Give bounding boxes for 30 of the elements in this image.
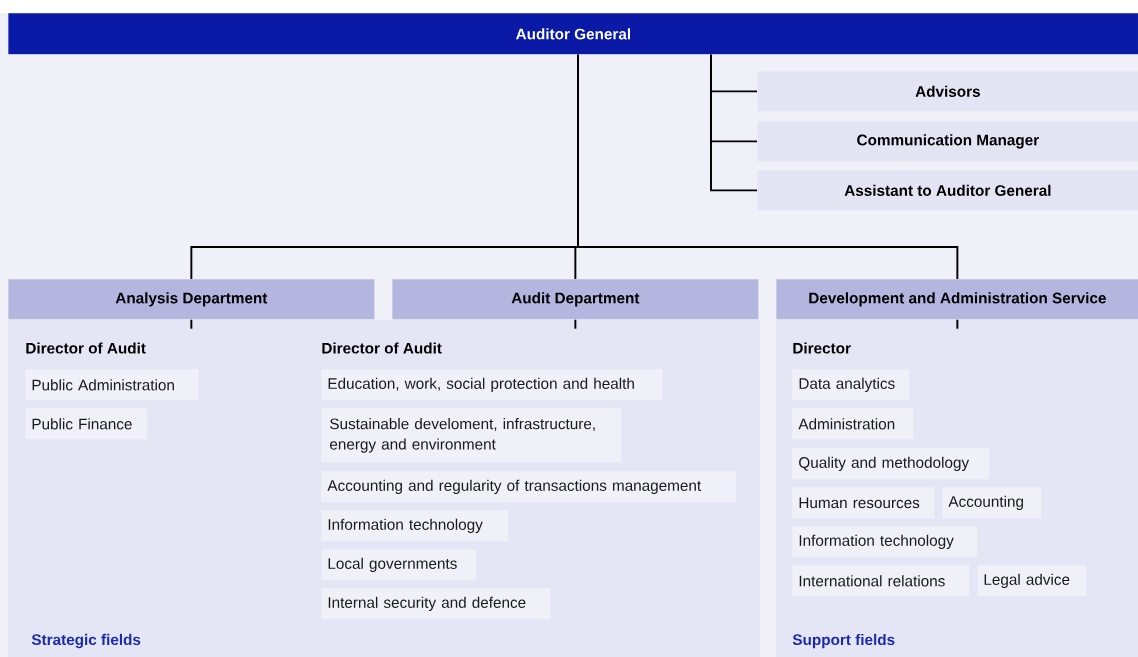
unit-box: Accounting [942, 487, 1042, 519]
unit-box: Administration [792, 408, 914, 440]
unit-box: Education, work, social protection and health [321, 369, 663, 401]
department-box: Development and Administration Service [776, 279, 1138, 320]
unit-box: Information technology [321, 510, 509, 542]
director-heading: Director [793, 342, 851, 354]
unit-box: Public Finance [25, 408, 148, 440]
unit-box: Public Administration [25, 369, 199, 401]
director-heading: Director of Audit [322, 342, 442, 354]
director-heading: Director of Audit [26, 342, 146, 354]
group-caption: Strategic fields [31, 633, 141, 649]
unit-box: Human resources [792, 487, 935, 519]
unit-box: Accounting and regularity of transactions management [321, 471, 737, 503]
connector-line [710, 53, 758, 192]
unit-box: Data analytics [792, 369, 910, 401]
title-bar: Auditor General [8, 13, 1138, 55]
connector-line [577, 53, 959, 280]
department-box: Analysis Department [8, 279, 375, 320]
group-caption: Support fields [792, 633, 895, 649]
unit-box: Sustainable develoment, infrastructure, energy and environment [321, 408, 622, 463]
unit-box: Quality and methodology [792, 448, 990, 480]
staff-box: Assistant to Auditor General [757, 170, 1138, 211]
staff-box: Communication Manager [757, 121, 1138, 162]
unit-box: Local governments [321, 549, 477, 581]
unit-box: Information technology [792, 526, 978, 558]
department-box: Audit Department [392, 279, 759, 320]
unit-box: International relations [792, 565, 970, 597]
unit-box: Legal advice [977, 565, 1087, 597]
staff-box: Advisors [757, 71, 1138, 112]
unit-box: Internal security and defence [321, 588, 551, 620]
